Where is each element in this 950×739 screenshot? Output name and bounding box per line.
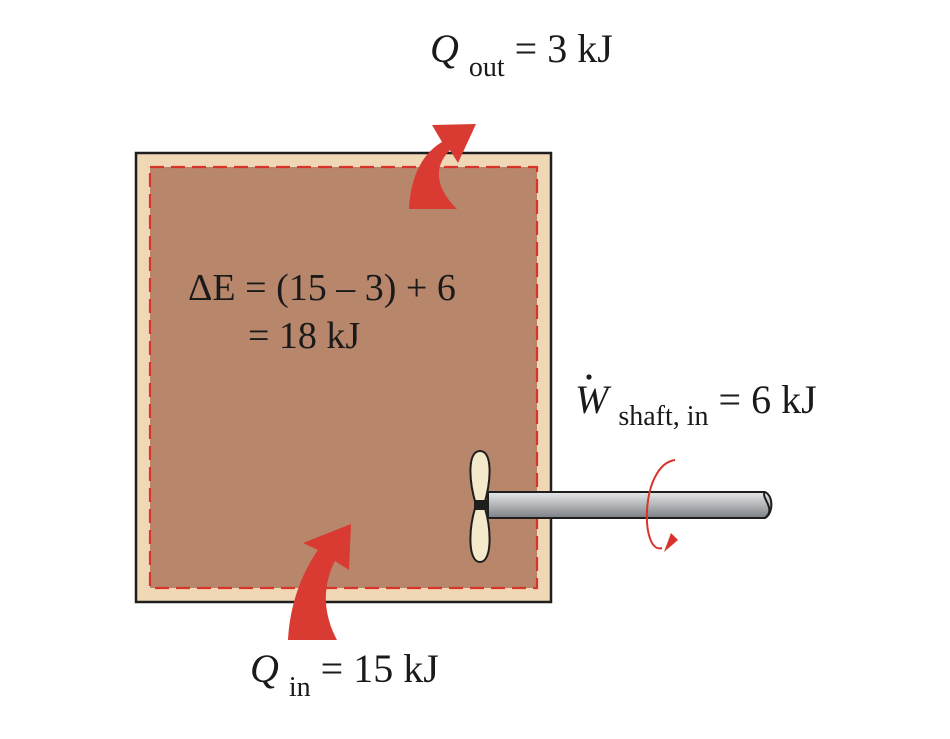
q-out-label: Q out = 3 kJ [430, 26, 613, 85]
propeller [469, 449, 491, 564]
heat-in-arrow [288, 524, 351, 640]
q-in-symbol: Q [250, 646, 279, 691]
shaft [487, 491, 773, 519]
w-shaft-dot [586, 374, 592, 380]
w-shaft-label-group: W shaft, in = 6 kJ [575, 374, 817, 434]
q-in-label: Q in = 15 kJ [250, 646, 439, 705]
energy-balance-line2: = 18 kJ [248, 315, 360, 357]
q-out-value: = 3 kJ [515, 26, 613, 71]
q-out-symbol: Q [430, 26, 459, 71]
rotation-arrow [645, 459, 678, 552]
q-in-subscript: in [289, 672, 311, 703]
w-shaft-value: = 6 kJ [719, 377, 817, 422]
q-in-value: = 15 kJ [321, 646, 439, 691]
q-out-subscript: out [469, 52, 505, 83]
w-shaft-label: W shaft, in = 6 kJ [575, 377, 817, 434]
system-boundary-dashed [148, 165, 539, 590]
w-shaft-subscript: shaft, in [618, 401, 708, 432]
heat-out-arrow [409, 124, 476, 209]
energy-balance-line1: ΔE = (15 – 3) + 6 [188, 267, 456, 309]
w-shaft-symbol: W [575, 377, 612, 422]
